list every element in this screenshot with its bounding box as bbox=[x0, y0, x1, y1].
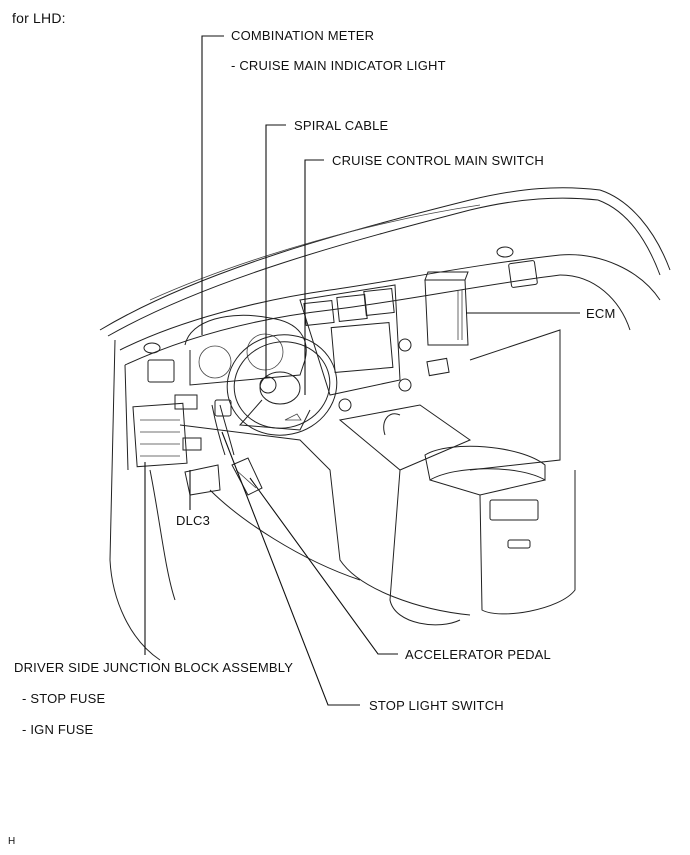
dash-vents bbox=[143, 246, 538, 383]
meter-cluster bbox=[184, 314, 307, 386]
label-spiral-cable: SPIRAL CABLE bbox=[294, 118, 389, 133]
label-cruise-control-main-switch: CRUISE CONTROL MAIN SWITCH bbox=[332, 153, 545, 168]
windshield-outline bbox=[99, 187, 601, 337]
pedals bbox=[211, 399, 263, 496]
center-stack bbox=[299, 284, 412, 412]
label-cruise-main-indicator-light: - CRUISE MAIN INDICATOR LIGHT bbox=[231, 58, 446, 73]
figure-code: H bbox=[8, 836, 16, 847]
label-dlc3: DLC3 bbox=[176, 513, 211, 528]
diagram-variant-heading: for LHD: bbox=[12, 10, 66, 26]
ecm-unit bbox=[424, 271, 469, 346]
label-stop-fuse: - STOP FUSE bbox=[22, 691, 106, 706]
label-ign-fuse: - IGN FUSE bbox=[22, 722, 94, 737]
label-ecm: ECM bbox=[586, 306, 616, 321]
leader-lines bbox=[144, 35, 580, 706]
label-stop-light-switch: STOP LIGHT SWITCH bbox=[369, 698, 504, 713]
label-accelerator-pedal: ACCELERATOR PEDAL bbox=[405, 647, 551, 662]
label-combination-meter: COMBINATION METER bbox=[231, 28, 375, 43]
lower-dash bbox=[149, 424, 471, 616]
center-console bbox=[338, 329, 576, 626]
dlc3-connector bbox=[184, 464, 221, 496]
junction-block bbox=[132, 394, 202, 468]
steering-wheel bbox=[226, 334, 338, 436]
label-driver-side-junction-block: DRIVER SIDE JUNCTION BLOCK ASSEMBLY bbox=[14, 660, 294, 675]
dashboard-outline bbox=[109, 189, 671, 661]
